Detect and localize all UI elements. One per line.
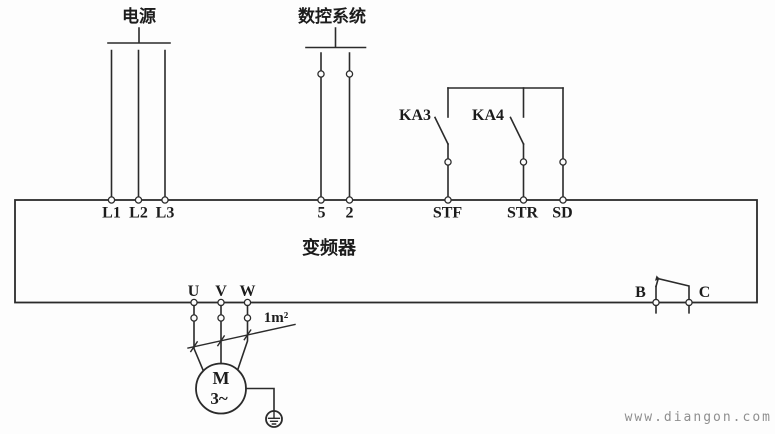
cable-mark-ticks bbox=[189, 329, 252, 353]
earth-ground-symbol bbox=[245, 387, 283, 428]
connector-w bbox=[243, 314, 252, 322]
terminal-l1 bbox=[107, 196, 116, 204]
bc-contact-blade bbox=[657, 277, 690, 301]
terminal-l2 bbox=[134, 196, 143, 204]
connector-terminal-5 bbox=[317, 70, 325, 78]
inverter-label: 变频器 bbox=[302, 237, 357, 258]
terminal-label-l1: L1 bbox=[102, 205, 121, 222]
cable-mark-line bbox=[187, 323, 296, 349]
terminal-2 bbox=[345, 196, 354, 204]
connector-str bbox=[519, 158, 528, 166]
terminal-label-5: 5 bbox=[318, 205, 326, 222]
terminal-5 bbox=[317, 196, 325, 204]
connector-stf bbox=[444, 158, 452, 166]
cnc-bus-bar bbox=[305, 27, 367, 49]
power-source-group: 电源 bbox=[107, 6, 171, 198]
motor-phase: 3~ bbox=[210, 389, 228, 408]
wire-w-phase bbox=[236, 304, 249, 371]
power-bus-bar bbox=[107, 27, 171, 44]
cnc-system-label: 数控系统 bbox=[298, 6, 366, 26]
relay-control-group: KA3 KA4 bbox=[399, 87, 567, 198]
terminal-sd bbox=[559, 196, 567, 204]
wire-u-phase bbox=[193, 304, 205, 372]
motor-symbol: M bbox=[213, 368, 230, 388]
connector-u bbox=[190, 314, 198, 322]
ka3-contact-blade bbox=[433, 116, 450, 146]
terminal-v bbox=[217, 298, 225, 307]
terminal-label-v: V bbox=[215, 283, 227, 300]
terminal-c bbox=[685, 298, 693, 307]
terminal-label-sd: SD bbox=[552, 205, 572, 222]
terminal-label-u: U bbox=[188, 283, 200, 300]
terminal-str bbox=[519, 196, 528, 204]
motor-output-group: 1m² M 3~ bbox=[187, 304, 296, 428]
connector-sd bbox=[559, 158, 567, 166]
connector-terminal-2 bbox=[345, 70, 354, 78]
power-label: 电源 bbox=[122, 6, 156, 26]
terminal-label-b: B bbox=[635, 284, 646, 301]
bc-relay-contact bbox=[655, 275, 690, 314]
bc-terminal-stubs bbox=[655, 304, 690, 314]
terminal-w bbox=[243, 298, 252, 307]
terminal-label-stf: STF bbox=[433, 205, 463, 222]
ka4-label: KA4 bbox=[472, 107, 504, 124]
terminal-label-str: STR bbox=[507, 205, 539, 222]
terminal-l3 bbox=[161, 196, 169, 204]
terminal-u bbox=[190, 298, 198, 307]
terminal-b bbox=[652, 298, 660, 307]
ground-wire bbox=[245, 387, 275, 412]
terminal-label-w: W bbox=[240, 283, 256, 300]
inverter-group: 变频器 L1 L2 L3 5 2 STF STR SD U V W B C bbox=[14, 196, 758, 314]
ka3-label: KA3 bbox=[399, 107, 431, 124]
terminal-label-2: 2 bbox=[346, 205, 354, 222]
watermark: www.diangon.com bbox=[625, 410, 772, 425]
earth-bars bbox=[267, 410, 281, 425]
inverter-box bbox=[14, 199, 758, 304]
connector-v bbox=[217, 314, 225, 322]
terminal-stf bbox=[444, 196, 452, 204]
cnc-system-group: 数控系统 bbox=[298, 6, 367, 198]
cable-size-label: 1m² bbox=[264, 310, 289, 326]
terminal-label-c: C bbox=[699, 284, 711, 301]
terminal-label-l3: L3 bbox=[156, 205, 175, 222]
terminal-label-l2: L2 bbox=[129, 205, 148, 222]
ka4-contact-blade bbox=[509, 116, 525, 146]
